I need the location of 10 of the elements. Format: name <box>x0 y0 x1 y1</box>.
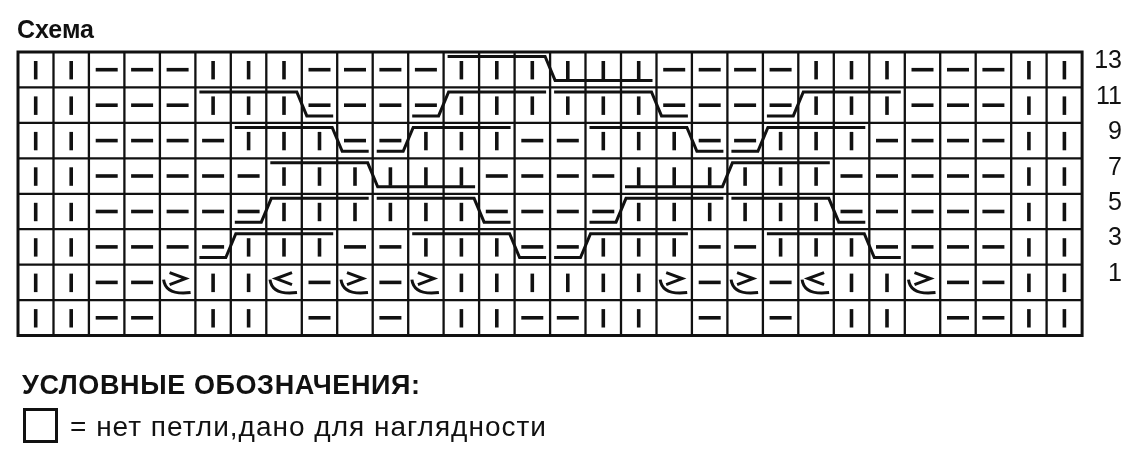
row-number: 1 <box>1108 259 1122 285</box>
legend-text: = нет петли,дано для наглядности <box>70 413 547 441</box>
row-number: 11 <box>1096 82 1122 108</box>
row-number: 13 <box>1094 47 1122 73</box>
row-number: 9 <box>1108 118 1122 144</box>
legend-heading: УСЛОВНЫЕ ОБОЗНАЧЕНИЯ: <box>22 372 421 399</box>
chart-title: Схема <box>17 17 94 42</box>
row-number: 5 <box>1108 189 1122 214</box>
row-number: 3 <box>1108 224 1122 250</box>
row-number: 7 <box>1108 153 1122 179</box>
